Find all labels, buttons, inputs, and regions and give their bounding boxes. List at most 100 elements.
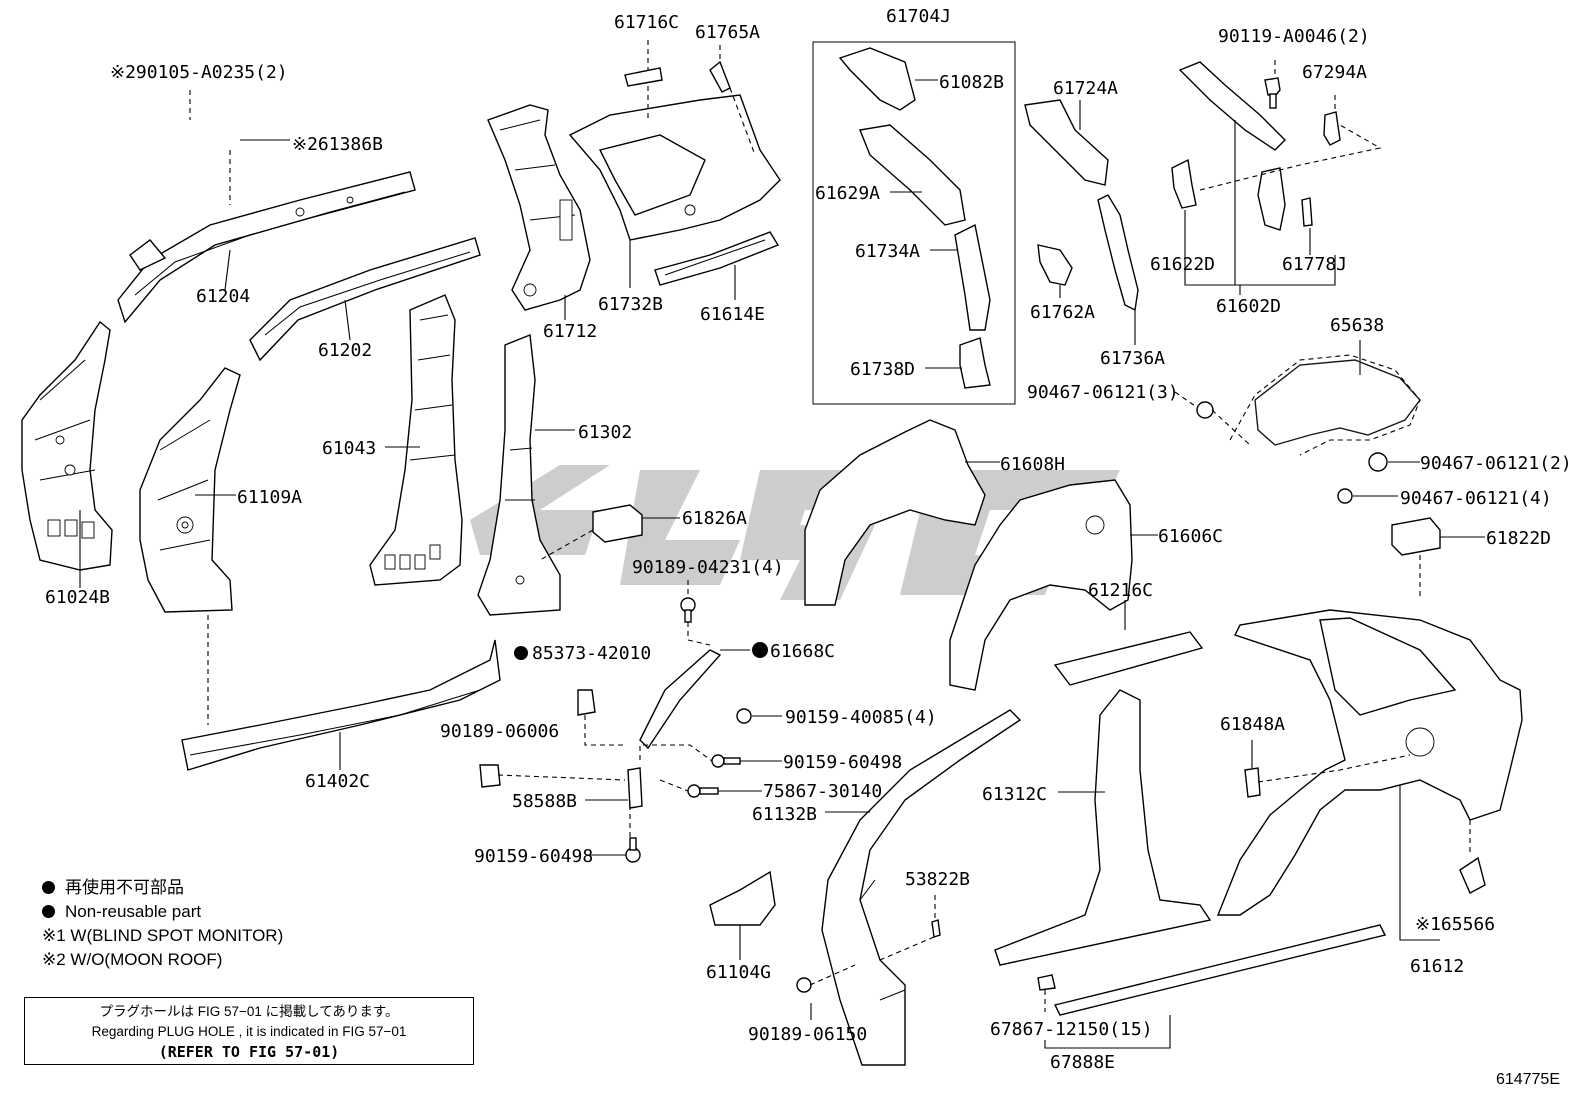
label-53822b: 53822B	[905, 869, 970, 890]
part-67867-12150[interactable]	[1037, 974, 1056, 991]
part-90159-60498-b[interactable]	[625, 837, 641, 863]
label-61312c: 61312C	[982, 784, 1047, 805]
part-90189-04231[interactable]	[680, 597, 696, 623]
part-61732b[interactable]	[568, 94, 781, 241]
part-61104g[interactable]	[709, 870, 776, 926]
part-90119-a0046[interactable]	[1264, 77, 1281, 109]
label-90159-40085: 90159-40085(4)	[785, 707, 937, 728]
label-61202: 61202	[318, 340, 372, 361]
part-90467-06121-a[interactable]	[1196, 401, 1214, 419]
part-90159-40085[interactable]	[736, 708, 752, 724]
part-90467-06121-c[interactable]	[1337, 488, 1353, 504]
part-61608h[interactable]	[804, 419, 986, 606]
part-85373-42010[interactable]	[577, 689, 596, 716]
label-61614e: 61614E	[700, 304, 765, 325]
label-61043: 61043	[322, 438, 376, 459]
label-61668c: 61668C	[770, 641, 835, 662]
label-61602d: 61602D	[1216, 296, 1281, 317]
part-61826a[interactable]	[592, 504, 643, 543]
part-58588b[interactable]	[627, 767, 643, 809]
label-61082b: 61082B	[939, 72, 1004, 93]
label-90467-06121-2: 90467-06121(2)	[1420, 453, 1572, 474]
part-61204[interactable]	[117, 171, 416, 324]
part-90159-60498-a[interactable]	[711, 754, 741, 768]
part-61822d[interactable]	[1391, 517, 1441, 556]
label-61402c: 61402C	[305, 771, 370, 792]
part-65566[interactable]	[1459, 856, 1486, 894]
label-61738d: 61738D	[850, 359, 915, 380]
label-67867-12150: 67867-12150(15)	[990, 1019, 1153, 1040]
label-61724a: 61724A	[1053, 78, 1118, 99]
part-61765a[interactable]	[709, 60, 731, 93]
label-61386b: ※261386B	[292, 134, 383, 155]
part-61712[interactable]	[487, 104, 591, 311]
reference-box: プラグホールは FIG 57−01 に掲載してあります。 Regarding P…	[24, 997, 474, 1065]
label-90159-60498-b: 90159-60498	[474, 846, 593, 867]
leader-lines	[79, 40, 1485, 1049]
label-67888e: 67888E	[1050, 1052, 1115, 1073]
part-61302[interactable]	[477, 334, 561, 616]
label-75867-30140: 75867-30140	[763, 781, 882, 802]
part-61043[interactable]	[369, 294, 463, 586]
part-90189-06006[interactable]	[479, 764, 501, 788]
part-61622d[interactable]	[1171, 158, 1197, 209]
bullet-icon	[42, 905, 55, 918]
legend-non-reusable-jp: 再使用不可部品	[65, 878, 184, 897]
figure-id: 614775E	[1495, 1071, 1560, 1088]
part-61312c[interactable]	[994, 689, 1212, 966]
part-61762a[interactable]	[1037, 244, 1073, 286]
part-61736a[interactable]	[1097, 194, 1139, 312]
label-61734a: 61734A	[855, 241, 920, 262]
label-61104g: 61104G	[706, 962, 771, 983]
non-reusable-dot-85373	[514, 646, 528, 660]
label-61608h: 61608H	[1000, 454, 1065, 475]
part-61606c[interactable]	[949, 479, 1133, 691]
label-61765a: 61765A	[695, 22, 760, 43]
label-61762a: 61762A	[1030, 302, 1095, 323]
part-65638[interactable]	[1229, 354, 1421, 456]
part-67294a[interactable]	[1323, 111, 1341, 146]
part-61132b[interactable]	[821, 709, 1022, 1066]
label-61612: 61612	[1410, 956, 1464, 977]
part-90467-06121-b[interactable]	[1368, 452, 1388, 472]
label-61109a: 61109A	[237, 487, 302, 508]
label-61848a: 61848A	[1220, 714, 1285, 735]
part-61614e[interactable]	[654, 231, 780, 286]
label-61629a: 61629A	[815, 183, 880, 204]
part-90189-06150[interactable]	[796, 977, 812, 993]
label-90189-06150: 90189-06150	[748, 1024, 867, 1045]
label-90467-06121-4: 90467-06121(4)	[1400, 488, 1552, 509]
part-61738d[interactable]	[959, 337, 991, 389]
part-61778j[interactable]	[1301, 197, 1313, 227]
part-75867-30140[interactable]	[687, 784, 719, 798]
label-61704j: 61704J	[886, 6, 951, 27]
label-61024b: 61024B	[45, 587, 110, 608]
bullet-icon	[42, 881, 55, 894]
part-61716c[interactable]	[624, 67, 663, 87]
label-61622d: 61622D	[1150, 254, 1215, 275]
label-85373-42010: 85373-42010	[532, 643, 651, 664]
group-61704j[interactable]	[812, 41, 1016, 405]
part-61734a[interactable]	[954, 223, 991, 331]
label-58588b: 58588B	[512, 791, 577, 812]
part-61202[interactable]	[249, 237, 481, 362]
label-61732b: 61732B	[598, 294, 663, 315]
label-61712: 61712	[543, 321, 597, 342]
part-67888e[interactable]	[1053, 924, 1387, 1016]
label-90189-06006: 90189-06006	[440, 721, 559, 742]
part-61848a[interactable]	[1244, 767, 1261, 798]
part-61216c[interactable]	[1053, 631, 1204, 686]
part-61629a[interactable]	[859, 124, 966, 226]
part-61402c[interactable]	[181, 639, 501, 771]
label-67294a: 67294A	[1302, 62, 1367, 83]
part-61668c[interactable]	[639, 649, 722, 750]
part-61109a[interactable]	[139, 367, 241, 613]
part-61612[interactable]	[1216, 609, 1523, 916]
part-61024b[interactable]	[21, 320, 113, 571]
part-61724a[interactable]	[1024, 99, 1109, 186]
part-53822b[interactable]	[931, 919, 941, 938]
label-61826a: 61826A	[682, 508, 747, 529]
part-61602d[interactable]	[1178, 61, 1286, 231]
part-61082b[interactable]	[838, 47, 916, 111]
